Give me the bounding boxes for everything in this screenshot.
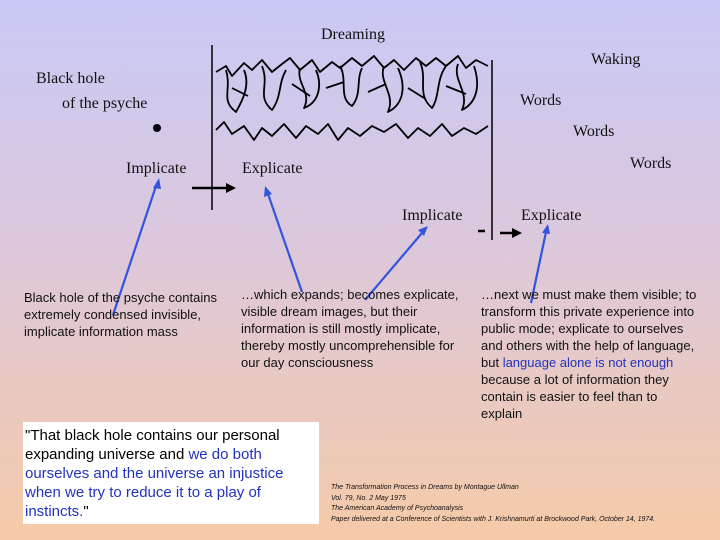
label-words-1: Words (520, 92, 561, 110)
citation-line-3: The American Academy of Psychoanalysis (331, 504, 655, 515)
label-words-3: Words (630, 155, 671, 173)
label-dreaming: Dreaming (321, 26, 385, 44)
quote-text-2: " (83, 503, 88, 520)
label-waking: Waking (591, 51, 640, 69)
caption-next-highlight: language alone is not enough (503, 355, 674, 370)
citation-line-4: Paper delivered at a Conference of Scien… (331, 515, 655, 526)
label-black-hole-line2: of the psyche (62, 95, 147, 113)
label-words-2: Words (573, 123, 614, 141)
citation-line-2: Vol. 79, No. 2 May 1975 (331, 494, 655, 505)
label-implicate-right: Implicate (402, 207, 462, 225)
label-black-hole-line1: Black hole (36, 70, 105, 88)
black-hole-dot (153, 124, 161, 132)
label-explicate-right: Explicate (521, 207, 581, 225)
citation: The Transformation Process in Dreams by … (331, 483, 655, 525)
label-implicate-left: Implicate (126, 160, 186, 178)
caption-next-steps: …next we must make them visible; to tran… (481, 286, 701, 422)
caption-black-hole: Black hole of the psyche contains extrem… (24, 289, 220, 340)
caption-expands: …which expands; becomes explicate, visib… (241, 286, 461, 371)
caption-next-text-2: because a lot of information they contai… (481, 372, 669, 421)
label-explicate-left: Explicate (242, 160, 302, 178)
citation-line-1: The Transformation Process in Dreams by … (331, 483, 655, 494)
dream-images-band (216, 56, 488, 140)
flow-arrows (192, 183, 522, 238)
quote-box: "That black hole contains our personal e… (23, 422, 319, 524)
